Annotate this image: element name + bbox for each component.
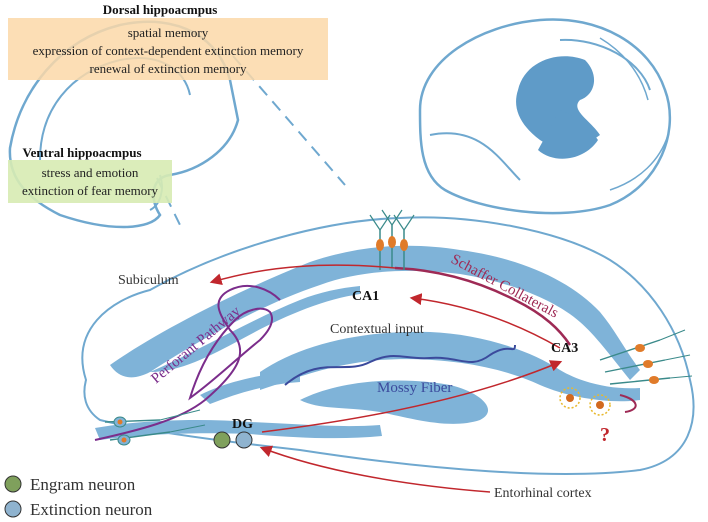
- hippocampus-section: [81, 216, 695, 475]
- ventral-line-2: extinction of fear memory: [22, 183, 159, 198]
- legend-extinction-label: Extinction neuron: [30, 500, 153, 519]
- contextual-input-label: Contextual input: [330, 322, 424, 337]
- mossy-fiber-line: [284, 344, 516, 386]
- legend-engram-label: Engram neuron: [30, 475, 136, 494]
- ventral-line-1: stress and emotion: [42, 165, 139, 180]
- interneurons: [559, 387, 611, 416]
- brain-illustration: [418, 18, 672, 215]
- perforant-path-line: [94, 284, 281, 441]
- dg-neurons: [104, 409, 206, 446]
- question-mark: ?: [600, 424, 610, 446]
- perforant-loop: [188, 307, 273, 401]
- legend: Engram neuron Extinction neuron: [4, 475, 153, 519]
- schaffer-line: [394, 266, 572, 346]
- ventral-title: Ventral hippoacmpus: [22, 145, 141, 160]
- dorsal-box: [8, 18, 328, 80]
- dorsal-line-1: spatial memory: [128, 25, 209, 40]
- engram-neuron-marker: [213, 431, 231, 449]
- ca3-neurons: [599, 329, 693, 385]
- ventral-box: [8, 160, 172, 203]
- ca3-label: CA3: [551, 341, 578, 356]
- arrow-ca3-to-ca1: [409, 293, 561, 349]
- arrow-ca1-to-subiculum: [209, 264, 396, 286]
- dorsal-title: Dorsal hippoacmpus: [103, 2, 218, 17]
- entorhinal-cortex-label: Entorhinal cortex: [494, 486, 592, 501]
- legend-extinction-swatch: [4, 500, 22, 518]
- ca1-neurons: [369, 209, 415, 270]
- arrow-dg-to-ca3: [261, 360, 563, 433]
- dorsal-line-3: renewal of extinction memory: [89, 61, 247, 76]
- mossy-fiber-label: Mossy Fiber: [377, 380, 452, 396]
- dorsal-line-2: expression of context-dependent extincti…: [33, 43, 304, 58]
- dg-label: DG: [232, 417, 253, 432]
- subiculum-label: Subiculum: [118, 273, 179, 288]
- extinction-neuron-marker: [235, 431, 253, 449]
- ca1-label: CA1: [352, 289, 379, 304]
- arrow-entorhinal-to-dg: [259, 445, 491, 493]
- legend-engram-swatch: [4, 475, 22, 493]
- feedback-curve: [619, 394, 637, 413]
